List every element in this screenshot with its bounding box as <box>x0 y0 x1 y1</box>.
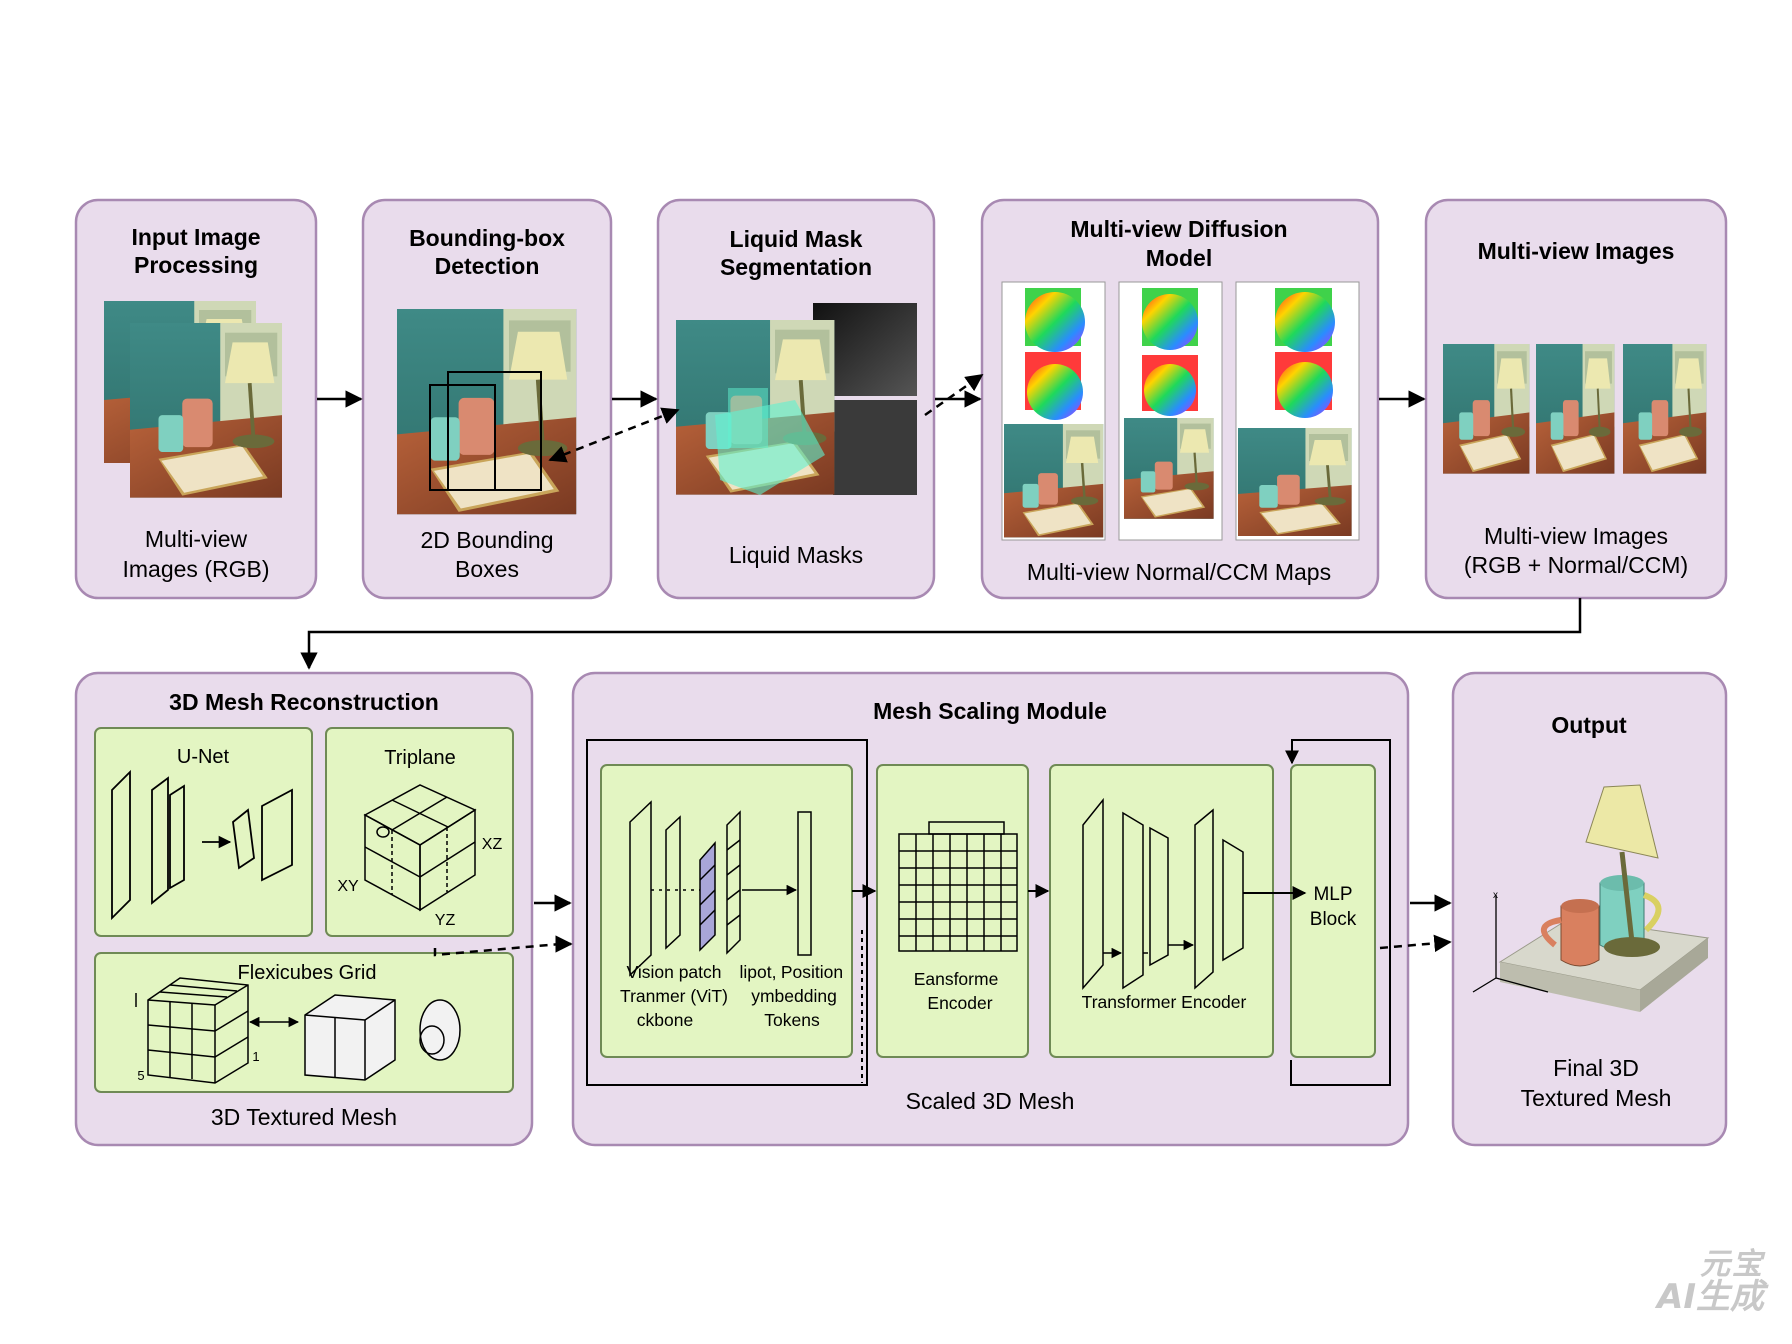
vit-label: Tranmer (ViT) <box>620 986 728 1006</box>
scaling-arrows <box>852 739 1391 1086</box>
stage-bounding-box-detection: Bounding-box Detection 2D Bounding Boxes <box>361 198 613 600</box>
stage-title: Bounding-box <box>409 225 565 251</box>
flexicubes-module: Flexicubes Grid <box>94 952 514 1093</box>
multiview-image <box>1621 342 1708 476</box>
module-title: Flexicubes Grid <box>238 962 377 984</box>
multiview-image <box>1441 342 1531 476</box>
eansforme-encoder-module: Eansforme Encoder <box>876 764 1029 1058</box>
mlp-label: MLP <box>1313 884 1352 905</box>
multiview-image <box>1534 342 1616 476</box>
stage-title: Input Image <box>131 224 260 250</box>
stage-mesh-scaling-module: Mesh Scaling Module Vision patch lipot, … <box>571 671 1410 1147</box>
grid-label: 5 <box>137 1068 144 1083</box>
stage-caption: Liquid Masks <box>729 542 863 568</box>
bounding-box <box>447 371 542 491</box>
stage-caption: Scaled 3D Mesh <box>906 1088 1075 1114</box>
stage-caption: Boxes <box>455 556 519 582</box>
encoder-label: Encoder <box>927 993 992 1013</box>
axis-label: XY <box>337 878 359 895</box>
bbox-image <box>397 309 576 514</box>
transformer-encoder-module: Transformer Encoder <box>1049 764 1274 1058</box>
watermark-line: AI生成 <box>1657 1277 1764 1317</box>
vit-module: Vision patch lipot, Position Tranmer (Vi… <box>600 764 853 1058</box>
stage-title: Multi-view Diffusion <box>1070 216 1287 242</box>
stage-title: Output <box>1551 712 1627 738</box>
vit-label: ymbedding <box>751 986 837 1006</box>
mlp-block-module: MLP Block <box>1290 764 1376 1058</box>
encoder-grid-icon <box>898 821 1018 952</box>
triplane-module: Triplane XZ XY YZ <box>325 727 514 937</box>
grid-label: 1 <box>252 1049 259 1064</box>
vit-label: lipot, <box>740 962 777 982</box>
stage-multiview-images: Multi-view Images Multi-view Images (RGB… <box>1424 198 1728 600</box>
mlp-label: Block <box>1310 909 1357 930</box>
mask-image <box>833 400 917 495</box>
input-image-front <box>128 321 284 500</box>
stage-title: Segmentation <box>720 254 872 280</box>
axis-label: XZ <box>482 836 503 853</box>
stage-caption: Multi-view Images <box>1484 523 1668 549</box>
module-title: U-Net <box>177 746 230 768</box>
transformer-label: Transformer Encoder <box>1082 992 1247 1012</box>
vit-label: ckbone <box>637 1010 693 1030</box>
stage-title: Multi-view Images <box>1478 238 1675 264</box>
stage-caption: Final 3D <box>1553 1055 1639 1081</box>
unet-module: U-Net <box>94 727 313 937</box>
stage-caption: 3D Textured Mesh <box>211 1104 397 1130</box>
vit-label: Position <box>781 962 843 982</box>
diffusion-view-3 <box>1235 281 1360 541</box>
transformer-layers-icon <box>1082 797 1244 991</box>
module-title: Triplane <box>384 747 456 769</box>
stage-caption: Multi-view <box>145 526 248 552</box>
stage-title: Liquid Mask <box>730 226 863 252</box>
stage-output: Output x Final 3D Textured Mesh <box>1451 671 1728 1147</box>
axis-gizmo <box>1472 895 1549 993</box>
stage-title: Mesh Scaling Module <box>873 698 1107 724</box>
output-mesh-render: x <box>1472 784 1710 1012</box>
stage-title: 3D Mesh Reconstruction <box>169 689 439 715</box>
vit-label: Tokens <box>764 1010 820 1030</box>
stage-liquid-mask-segmentation: Liquid Mask Segmentation Liquid Masks <box>656 198 936 600</box>
stage-caption: 2D Bounding <box>421 527 554 553</box>
stage-title: Detection <box>435 253 540 279</box>
watermark: 元宝 AI生成 <box>1654 1247 1764 1317</box>
stage-caption: (RGB + Normal/CCM) <box>1464 552 1688 578</box>
watermark-line: 元宝 <box>1700 1247 1764 1282</box>
vit-label: Vision patch <box>626 962 721 982</box>
axis-label: x <box>1493 890 1498 901</box>
stage-caption: Multi-view Normal/CCM Maps <box>1027 559 1331 585</box>
stage-caption: Images (RGB) <box>123 556 270 582</box>
diffusion-view-1 <box>1001 281 1106 541</box>
stage-input-image-processing: Input Image Processing Multi-view Images… <box>74 198 318 600</box>
axis-label: YZ <box>435 912 456 929</box>
stage-3d-mesh-reconstruction: 3D Mesh Reconstruction U-Net Triplane <box>74 671 534 1147</box>
vit-layers-icon <box>629 800 812 977</box>
stage-title: Model <box>1146 245 1212 271</box>
flexicubes-grid-icon <box>135 977 461 1084</box>
unet-layers-icon <box>111 769 293 921</box>
stage-multiview-diffusion: Multi-view Diffusion Model Multi-vie <box>980 198 1380 600</box>
stage-title: Processing <box>134 252 258 278</box>
triplane-cube-icon <box>363 784 477 912</box>
bottom-row-arrows <box>433 894 1452 957</box>
diffusion-view-2 <box>1118 281 1223 541</box>
top-row-arrows <box>300 373 1582 670</box>
encoder-label: Eansforme <box>914 969 999 989</box>
stage-caption: Textured Mesh <box>1521 1085 1672 1111</box>
vit-outer-frame <box>586 739 868 1086</box>
